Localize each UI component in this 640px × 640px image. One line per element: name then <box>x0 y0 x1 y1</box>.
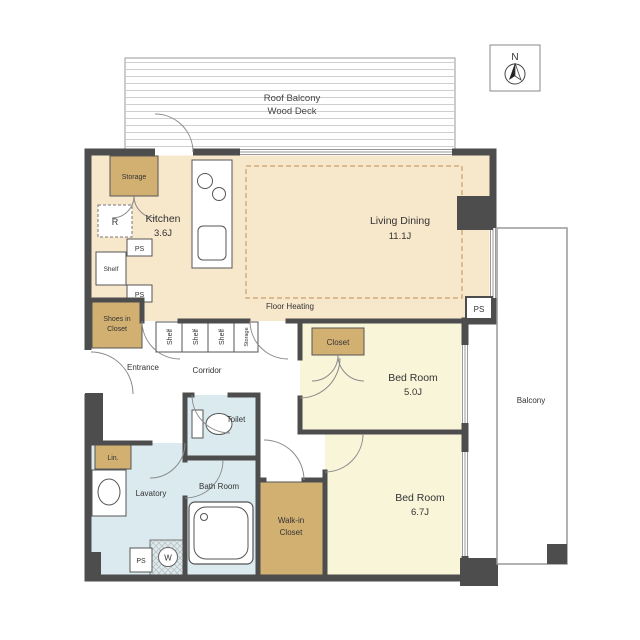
svg-text:Closet: Closet <box>107 326 127 333</box>
kitchen-label: Kitchen <box>145 213 180 225</box>
storage-small-box <box>233 321 259 353</box>
bedroom2-floor <box>325 432 465 578</box>
north-compass: N <box>489 44 541 92</box>
svg-text:Closet: Closet <box>280 528 303 537</box>
closet-door-arc <box>337 354 365 382</box>
ps-label: PS <box>474 305 485 314</box>
entrance-label: Entrance <box>127 363 160 372</box>
ps-box <box>129 547 153 573</box>
toilet-label: Toilet <box>227 415 246 424</box>
washbasin-fixture <box>91 469 127 517</box>
kitchen-counter <box>191 159 233 269</box>
walkin-closet-label: Walk-in <box>278 516 304 525</box>
balcony: Balcony <box>496 227 568 565</box>
bedroom1-door-arc <box>299 357 341 399</box>
north-arrow-icon <box>509 63 515 80</box>
bathroom-door-arc <box>184 459 224 499</box>
shelf-label: Shelf <box>219 329 226 345</box>
service-boxes: R PS Shelf PS PS <box>95 204 153 573</box>
deck-door-opening <box>155 148 193 156</box>
shelf-label: Shelf <box>193 329 200 345</box>
room-labels: Kitchen 3.6J Living Dining 11.1J Floor H… <box>127 213 445 518</box>
bathtub-icon <box>193 506 249 560</box>
closet-door-arc <box>311 354 339 382</box>
wood-deck-label: Wood Deck <box>268 106 317 117</box>
inner-walls <box>85 297 468 581</box>
shelf-left-box <box>95 251 127 286</box>
column <box>460 558 498 586</box>
linen-box <box>94 444 132 470</box>
lavatory-label: Lavatory <box>136 489 167 498</box>
balcony-label: Balcony <box>517 396 545 405</box>
roof-balcony: Roof Balcony Wood Deck <box>124 57 456 153</box>
bedroom1-size-label: 5.0J <box>404 387 422 398</box>
washer-space: W <box>149 539 187 577</box>
linen-label: Lin. <box>107 455 118 462</box>
shoes-closet-label: Shoes in <box>103 316 130 323</box>
bedroom2-size-label: 6.7J <box>411 507 429 518</box>
windows <box>84 148 497 556</box>
corridor-label: Corridor <box>193 366 222 375</box>
refrigerator-label: R <box>112 217 119 227</box>
column <box>85 393 103 441</box>
floor-heating-label: Floor Heating <box>266 302 314 311</box>
storage-small-label: Storage <box>244 327 250 346</box>
living-dining-label: Living Dining <box>370 215 430 227</box>
ps-right: PS <box>465 296 493 320</box>
living-dining-size-label: 11.1J <box>389 231 412 242</box>
shelf-label: Shelf <box>104 266 119 273</box>
ps-label: PS <box>136 558 146 565</box>
living-door-arc <box>249 320 289 360</box>
entrance-opening <box>84 350 92 394</box>
basin-icon <box>97 478 121 506</box>
kitchen-sink-icon <box>197 225 227 261</box>
column <box>457 196 493 230</box>
toilet-door-arc <box>191 394 231 434</box>
washer-label: W <box>164 554 172 563</box>
column <box>85 552 101 580</box>
drain-icon <box>200 513 208 521</box>
washer-icon <box>158 547 178 567</box>
storage-label: Storage <box>122 174 147 181</box>
bedroom1-label: Bed Room <box>388 372 438 384</box>
stove-burner-icon <box>212 187 226 201</box>
shelf-row: Shelf Shelf Shelf Storage <box>155 321 259 353</box>
shoes-closet-box <box>91 301 143 349</box>
ps-box <box>126 238 153 257</box>
bedroom2-label: Bed Room <box>395 492 445 504</box>
balcony-column <box>547 544 567 564</box>
kitchen-size-label: 3.6J <box>154 228 172 239</box>
shelf-box-1 <box>155 321 183 353</box>
bedroom2-door-arc <box>324 433 364 473</box>
entrance-door-arc <box>90 351 134 395</box>
north-label: N <box>511 52 518 63</box>
stove-burner-icon <box>197 173 213 189</box>
refrigerator-space <box>97 204 133 238</box>
bathroom-label: Bath Room <box>199 482 239 491</box>
walkin-door-arc <box>263 439 305 481</box>
door-arcs <box>90 113 365 499</box>
storage-box <box>109 155 159 197</box>
roof-balcony-label: Roof Balcony <box>264 93 321 104</box>
floor-heating-area <box>245 165 463 299</box>
columns <box>85 196 498 586</box>
wood-deck-hatch <box>126 59 454 151</box>
deck-door-arc <box>154 113 194 153</box>
ps-label: PS <box>135 292 145 299</box>
lavatory-door-arc <box>149 442 186 479</box>
bathtub-fixture <box>188 501 254 565</box>
shelf-label: Shelf <box>167 329 174 345</box>
kitchen-door-arc <box>141 320 181 360</box>
closet-label: Closet <box>327 338 350 347</box>
ps-label: PS <box>135 246 145 253</box>
storage-door-arc <box>133 195 157 219</box>
closet-box <box>311 327 365 356</box>
